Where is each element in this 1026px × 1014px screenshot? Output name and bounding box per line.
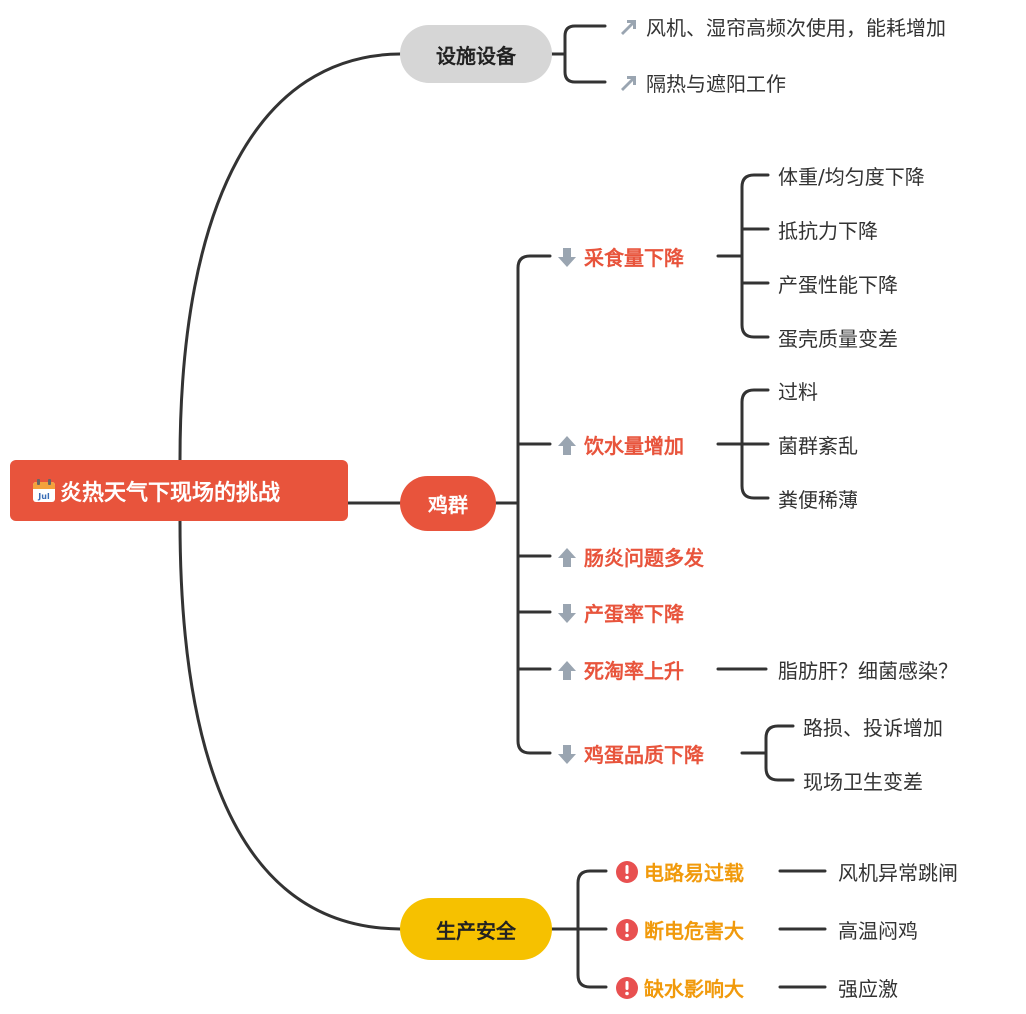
arrow-down-icon [556, 743, 578, 765]
svg-text:Jul: Jul [37, 492, 50, 501]
flock-item-mortality[interactable]: 死淘率上升 [556, 655, 684, 684]
arrow-up-icon [556, 659, 578, 681]
facilities-item[interactable]: 隔热与遮阳工作 [618, 68, 786, 97]
flock-item-water-intake[interactable]: 饮水量增加 [556, 430, 684, 459]
subtopic[interactable]: 脂肪肝？细菌感染？ [778, 659, 958, 683]
subtopic[interactable]: 现场卫生变差 [803, 770, 923, 794]
root-title: 炎热天气下现场的挑战 [60, 480, 281, 506]
subtopic[interactable]: 风机异常跳闸 [838, 861, 958, 885]
exclamation-icon [616, 918, 638, 941]
subtopic[interactable]: 产蛋性能下降 [778, 273, 898, 297]
exclamation-icon [616, 976, 638, 999]
subtopic[interactable]: 蛋壳质量变差 [778, 327, 898, 351]
flock-item-feed-intake[interactable]: 采食量下降 [556, 242, 684, 271]
category-safety[interactable]: 生产安全 [400, 898, 552, 960]
subtopic[interactable]: 路损、投诉增加 [803, 716, 943, 740]
safety-item-power-outage[interactable]: 断电危害大 [616, 915, 744, 944]
subtopic[interactable]: 抵抗力下降 [778, 219, 878, 243]
category-flock[interactable]: 鸡群 [400, 476, 496, 531]
subtopic[interactable]: 菌群紊乱 [778, 434, 858, 458]
subtopic[interactable]: 高温闷鸡 [838, 919, 918, 943]
arrow-up-right-icon [618, 16, 640, 38]
arrow-down-icon [556, 602, 578, 624]
calendar-icon: Jul [32, 478, 56, 503]
arrow-up-right-icon [618, 72, 640, 94]
root-topic[interactable]: Jul 炎热天气下现场的挑战 [10, 460, 348, 521]
facilities-item[interactable]: 风机、湿帘高频次使用，能耗增加 [618, 12, 946, 41]
safety-item-circuit-overload[interactable]: 电路易过载 [616, 857, 744, 886]
subtopic[interactable]: 过料 [778, 380, 818, 404]
safety-item-water-shortage[interactable]: 缺水影响大 [616, 973, 744, 1002]
arrow-up-icon [556, 434, 578, 456]
subtopic[interactable]: 粪便稀薄 [778, 488, 858, 512]
subtopic[interactable]: 体重/均匀度下降 [778, 165, 925, 189]
flock-item-enteritis[interactable]: 肠炎问题多发 [556, 542, 704, 571]
flock-item-laying-rate[interactable]: 产蛋率下降 [556, 598, 684, 627]
arrow-up-icon [556, 546, 578, 568]
category-facilities[interactable]: 设施设备 [400, 25, 552, 83]
exclamation-icon [616, 860, 638, 883]
arrow-down-icon [556, 246, 578, 268]
subtopic[interactable]: 强应激 [838, 977, 898, 1001]
flock-item-egg-quality[interactable]: 鸡蛋品质下降 [556, 739, 704, 768]
